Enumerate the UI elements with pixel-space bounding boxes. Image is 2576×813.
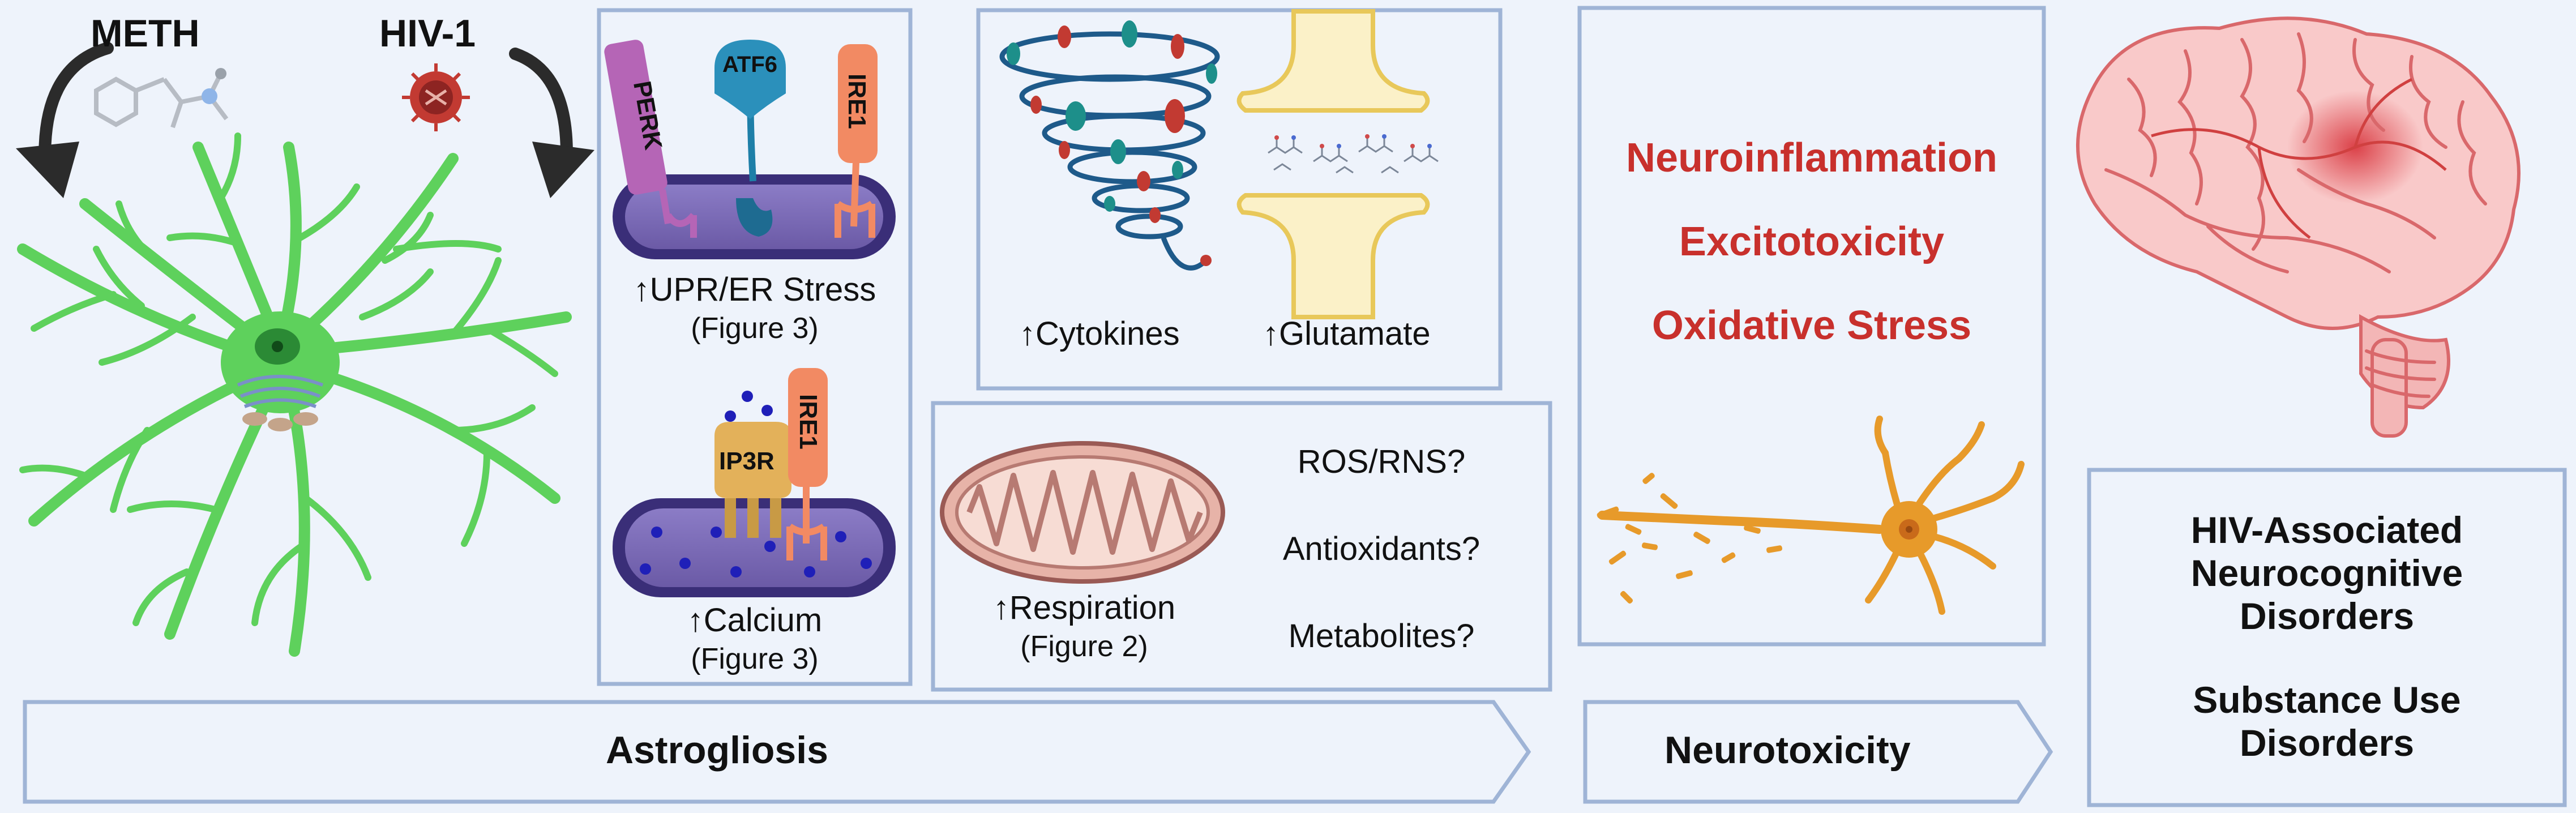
- axon-fragments: [1597, 473, 1783, 604]
- upr-stress-label: ↑UPR/ER Stress: [633, 271, 876, 308]
- upr-figure-ref: (Figure 3): [691, 312, 819, 345]
- ip3r-channel: [714, 422, 791, 538]
- mitochondria-box: [931, 401, 1552, 692]
- hand-line-1: HIV-Associated: [2190, 509, 2463, 551]
- metabolites-label: Metabolites?: [1288, 618, 1475, 654]
- oxidative-stress-label: Oxidative Stress: [1651, 303, 1972, 348]
- mitochondrion-icon: [940, 441, 1225, 584]
- respiration-label: ↑Respiration: [992, 589, 1176, 626]
- outcomes-box: [2087, 468, 2567, 807]
- glutamate-label: ↑Glutamate: [1263, 315, 1431, 352]
- calcium-ions: [640, 391, 872, 577]
- hand-label: HIV-Associated Neurocognitive Disorders: [2095, 508, 2559, 637]
- cytokines-label: ↑Cytokines: [1019, 315, 1180, 352]
- meth-molecule: [94, 68, 229, 129]
- hiv-label: HIV-1: [379, 12, 476, 55]
- sud-line-2: Disorders: [2239, 722, 2415, 764]
- sud-line-1: Substance Use: [2193, 679, 2461, 721]
- secretion-box: [976, 8, 1503, 391]
- neuroinflammation-label: Neuroinflammation: [1625, 135, 1998, 181]
- perk-receptor: [604, 40, 697, 238]
- ros-rns-label: ROS/RNS?: [1297, 443, 1466, 480]
- calcium-label: ↑Calcium: [687, 602, 823, 639]
- cytokine-molecules: [1007, 20, 1217, 266]
- astrocyte-mitochondria: [242, 412, 318, 431]
- antioxidants-label: Antioxidants?: [1282, 530, 1480, 567]
- astrocyte-cell: [17, 132, 572, 657]
- er-stress-box: [597, 8, 913, 686]
- neuron-cell: [1598, 416, 2025, 615]
- excitotoxicity-label: Excitotoxicity: [1679, 219, 1945, 264]
- hand-line-3: Disorders: [2239, 595, 2415, 637]
- respiration-figure-ref: (Figure 2): [1020, 630, 1148, 663]
- sud-label: Substance Use Disorders: [2095, 678, 2559, 764]
- meth-label: METH: [91, 12, 200, 55]
- astrocyte-nucleolus: [272, 341, 283, 352]
- hiv-virion-icon: [402, 63, 470, 131]
- ire1-receptor-bottom: [786, 368, 828, 560]
- ire1-label-bottom: IRE1: [794, 394, 822, 450]
- astrocyte-er: [237, 375, 324, 408]
- atf6-label: ATF6: [722, 52, 778, 77]
- ip3r-label: IP3R: [719, 447, 774, 475]
- calcium-figure-ref: (Figure 3): [691, 643, 819, 675]
- meth-arrow: [16, 42, 114, 198]
- hand-line-2: Neurocognitive: [2190, 552, 2463, 594]
- synapse-icon: [1236, 9, 1430, 319]
- neurotoxicity-arrow: [1583, 700, 2053, 804]
- cytokine-helix: [999, 31, 1220, 271]
- astrogliosis-arrow: [23, 700, 1531, 804]
- ire1-label-top: IRE1: [843, 74, 871, 129]
- neurotoxicity-label: Neurotoxicity: [1664, 729, 1911, 772]
- hiv-arrow: [509, 48, 594, 198]
- glutamate-molecules: [1268, 134, 1439, 174]
- brain-icon: [2076, 16, 2521, 438]
- ire1-receptor-top: [835, 44, 878, 238]
- neuro-effects-box: [1577, 6, 2046, 647]
- atf6-receptor: [714, 40, 786, 237]
- astrogliosis-label: Astrogliosis: [606, 729, 828, 772]
